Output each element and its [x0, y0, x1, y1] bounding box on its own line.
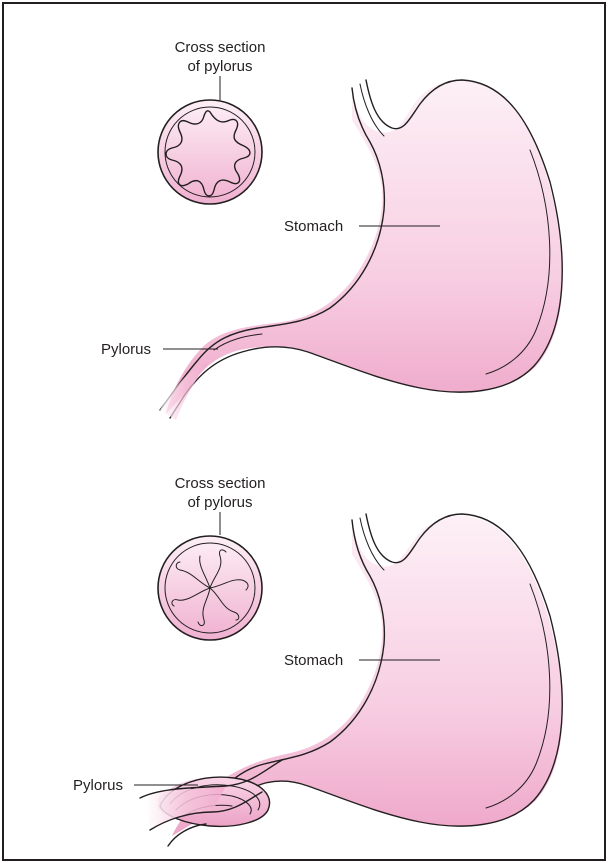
cross-section-label-line2: of pylorus	[187, 494, 252, 511]
cross-section-open	[158, 100, 262, 204]
pylorus-label: Pylorus	[101, 341, 151, 358]
pylorus-label: Pylorus	[73, 777, 123, 794]
bottom-panel: Cross section of pylorus	[73, 475, 563, 846]
cross-section-label-line1: Cross section	[175, 39, 266, 56]
stomach-label: Stomach	[284, 652, 343, 669]
cross-section-closed	[158, 536, 262, 640]
cross-section-label-line2: of pylorus	[187, 58, 252, 75]
stomach-label: Stomach	[284, 218, 343, 235]
cross-section-label-line1: Cross section	[175, 475, 266, 492]
top-panel: Cross section of pylorus Stomach Pyl	[101, 39, 563, 420]
